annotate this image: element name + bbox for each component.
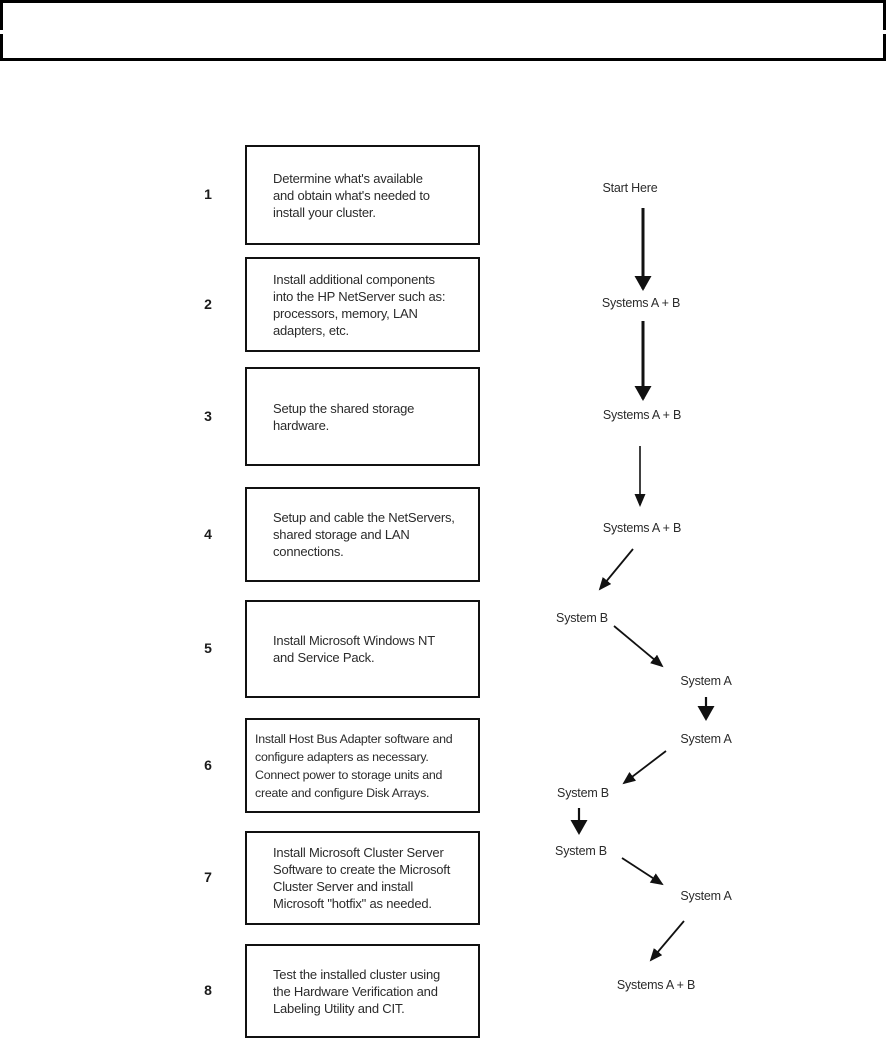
step-1-number: 1 xyxy=(204,186,212,203)
step-5-box: Install Microsoft Windows NT and Service… xyxy=(245,600,480,698)
step-3-text: Setup the shared storage hardware. xyxy=(273,400,415,433)
step-2-box: Install additional components into the H… xyxy=(245,257,480,352)
step-7: 7 Install Microsoft Cluster Server Softw… xyxy=(0,831,480,925)
arrow-ab3-to-b1 xyxy=(598,548,634,591)
step-7-number: 7 xyxy=(204,869,212,886)
step-2: 2 Install additional components into the… xyxy=(0,257,480,352)
header-row-divider-right xyxy=(882,30,886,34)
step-3-number: 3 xyxy=(204,407,212,424)
header-table xyxy=(0,0,886,61)
step-1-box: Determine what's available and obtain wh… xyxy=(245,145,480,245)
step-4-box: Setup and cable the NetServers, shared s… xyxy=(245,487,480,582)
step-7-box: Install Microsoft Cluster Server Softwar… xyxy=(245,831,480,925)
step-4-text: Setup and cable the NetServers, shared s… xyxy=(273,510,455,559)
flow-label-start-here: Start Here xyxy=(602,181,658,195)
step-6-box: Install Host Bus Adapter software and co… xyxy=(245,718,480,813)
flow-label-systems-ab-4: Systems A + B xyxy=(616,978,696,992)
arrow-b3-to-a3 xyxy=(621,857,664,886)
step-2-text: Install additional components into the H… xyxy=(273,271,446,338)
step-4: 4 Setup and cable the NetServers, shared… xyxy=(0,487,480,582)
step-7-text: Install Microsoft Cluster Server Softwar… xyxy=(273,845,451,911)
flow-label-system-b-2: System B xyxy=(557,786,609,800)
flow-label-system-a-2: System A xyxy=(680,732,732,746)
step-4-number: 4 xyxy=(204,525,212,542)
arrow-a2-to-b2 xyxy=(622,750,667,785)
step-8-number: 8 xyxy=(204,982,212,999)
step-3: 3 Setup the shared storage hardware. xyxy=(0,367,480,466)
step-5-number: 5 xyxy=(204,640,212,657)
flow-label-system-b-3: System B xyxy=(555,844,607,858)
step-6-text: Install Host Bus Adapter software and co… xyxy=(255,731,453,800)
header-row-divider-left xyxy=(0,30,4,34)
flow-label-system-a-1: System A xyxy=(680,674,732,688)
step-5-text: Install Microsoft Windows NT and Service… xyxy=(273,633,435,665)
step-1: 1 Determine what's available and obtain … xyxy=(0,145,480,245)
flow-label-systems-ab-1: Systems A + B xyxy=(601,296,681,310)
flow-label-system-b-1: System B xyxy=(556,611,608,625)
step-8-box: Test the installed cluster using the Har… xyxy=(245,944,480,1038)
arrow-b1-to-a1 xyxy=(613,625,664,668)
step-6-number: 6 xyxy=(204,756,212,773)
step-6: 6 Install Host Bus Adapter software and … xyxy=(0,718,480,813)
step-8-text: Test the installed cluster using the Har… xyxy=(273,966,441,1016)
flow-label-systems-ab-2: Systems A + B xyxy=(602,408,682,422)
arrow-a3-to-ab4 xyxy=(649,920,685,962)
step-3-box: Setup the shared storage hardware. xyxy=(245,367,480,466)
step-1-text: Determine what's available and obtain wh… xyxy=(273,170,430,220)
step-2-number: 2 xyxy=(204,295,212,312)
flow-label-system-a-3: System A xyxy=(680,889,732,903)
step-5: 5 Install Microsoft Windows NT and Servi… xyxy=(0,600,480,698)
step-8: 8 Test the installed cluster using the H… xyxy=(0,944,480,1038)
flow-label-systems-ab-3: Systems A + B xyxy=(602,521,682,535)
